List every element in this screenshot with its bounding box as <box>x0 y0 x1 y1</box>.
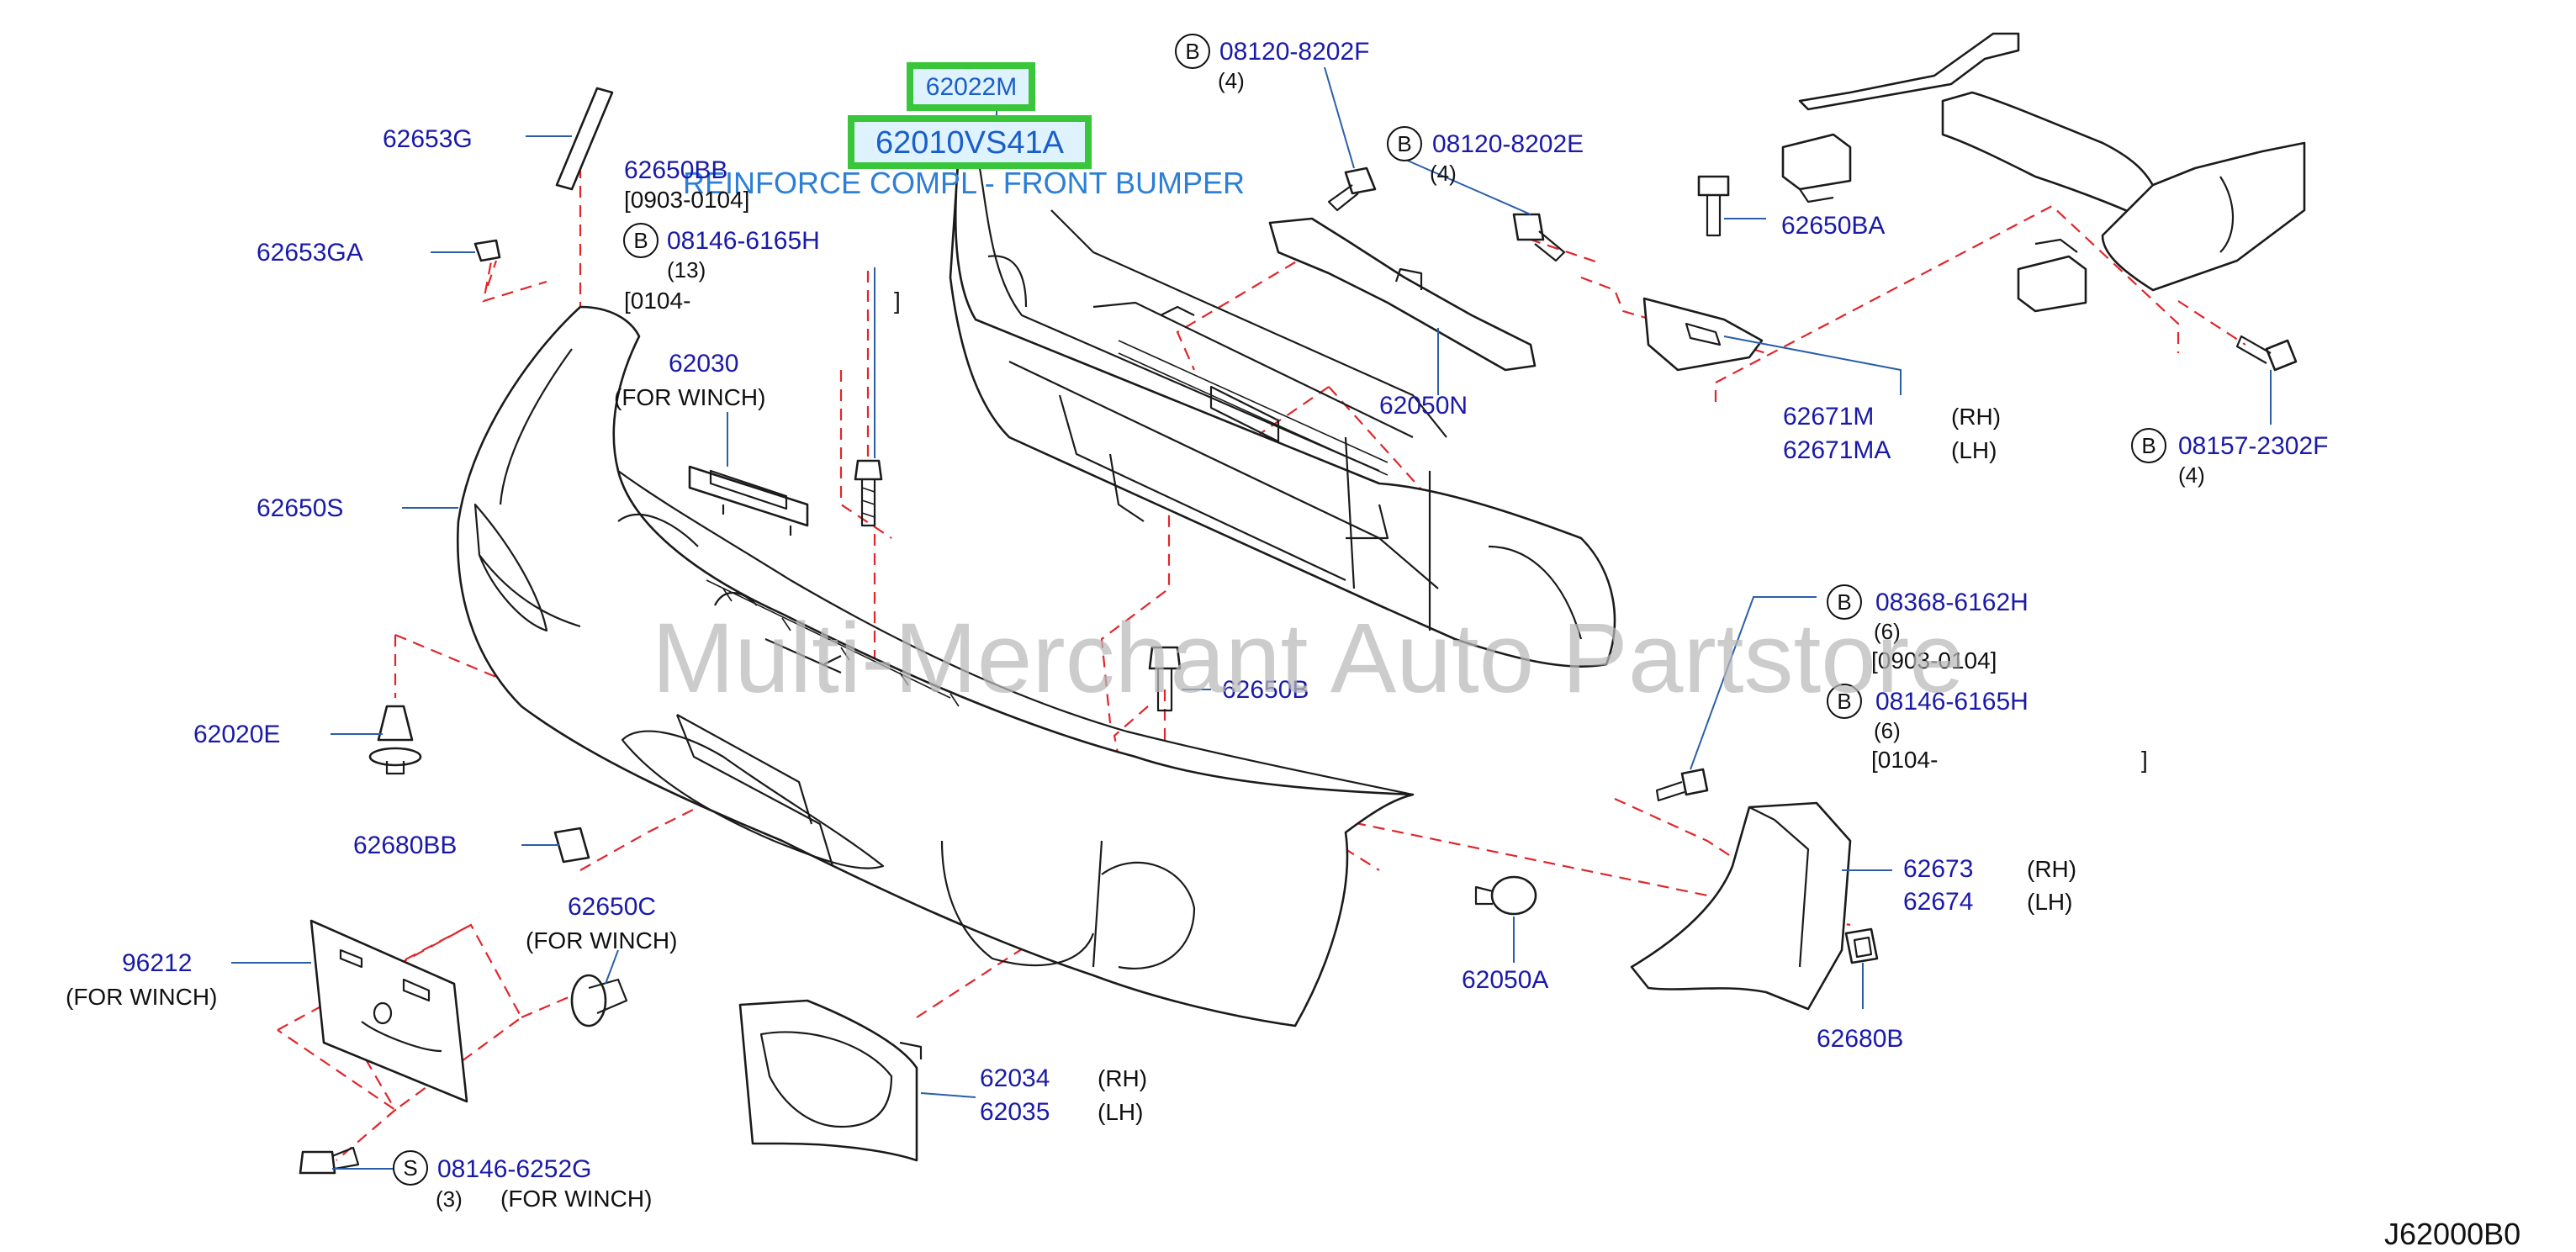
label-08368-6162h[interactable]: 08368-6162H <box>1875 589 2029 616</box>
bumper-fascia <box>457 305 1415 1027</box>
highlight-box-main[interactable] <box>848 115 1092 169</box>
label-08146-6165h-b[interactable]: 08146-6165H <box>1875 688 2029 716</box>
bolt-type-letter: B <box>633 228 648 253</box>
bolt-type-letter: B <box>1837 689 1851 714</box>
bolt-type-circle <box>1827 584 1862 620</box>
label-62650s[interactable]: 62650S <box>257 494 343 522</box>
bolt-type-letter: B <box>1185 39 1199 64</box>
watermark: Multi-Merchant Auto Partstore <box>652 603 1965 714</box>
label-08146-6165h-a-range-close: ] <box>894 288 901 314</box>
label-62650bb[interactable]: 62650BB <box>624 156 727 184</box>
bumper-reinforcement <box>949 150 1616 668</box>
label-62030-note: (FOR WINCH) <box>614 384 765 410</box>
label-62671m-side: (RH) <box>1951 404 2001 430</box>
screw-type-circle <box>393 1150 428 1186</box>
label-08157-2302f-qty: (4) <box>2178 462 2205 488</box>
label-62680bb[interactable]: 62680BB <box>353 832 457 859</box>
bolt-type-letter: B <box>2141 433 2155 458</box>
label-62050a[interactable]: 62050A <box>1462 966 1548 994</box>
label-08368-6162h-note: [0903-0104] <box>1871 647 1997 674</box>
label-62653g[interactable]: 62653G <box>383 125 473 153</box>
label-62030[interactable]: 62030 <box>669 350 738 378</box>
highlight-part-main: 62010VS41A <box>875 125 1065 161</box>
label-96212[interactable]: 96212 <box>122 949 192 977</box>
screw-type-letter: S <box>403 1155 417 1181</box>
label-62650c-note: (FOR WINCH) <box>526 927 677 954</box>
label-62671m[interactable]: 62671M <box>1783 403 1874 431</box>
label-08146-6165h-a-range-open: [0104- <box>624 288 690 314</box>
bolt-type-circle <box>623 223 659 258</box>
label-62674[interactable]: 62674 <box>1903 888 1973 916</box>
label-08146-6165h-b-qty: (6) <box>1874 718 1901 743</box>
label-62674-side: (LH) <box>2027 889 2072 915</box>
label-62034-side: (RH) <box>1098 1065 1147 1091</box>
bolt-type-circle <box>1175 34 1210 69</box>
label-08120-8202f[interactable]: 08120-8202F <box>1219 38 1369 66</box>
label-62035-side: (LH) <box>1098 1099 1143 1125</box>
label-62671ma-side: (LH) <box>1951 437 1997 463</box>
bolt-type-letter: B <box>1837 589 1851 615</box>
part-labels: 62653G 62650BB [0903-0104] B 08146-6165H… <box>66 34 2328 1212</box>
highlight-description: REINFORCE COMPL - FRONT BUMPER <box>683 166 1245 200</box>
label-62035[interactable]: 62035 <box>980 1098 1050 1126</box>
label-08120-8202e-qty: (4) <box>1430 161 1457 186</box>
label-08146-6165h-b-range-open: [0104- <box>1871 747 1938 773</box>
label-62671ma[interactable]: 62671MA <box>1783 436 1891 464</box>
label-62650c[interactable]: 62650C <box>568 893 656 921</box>
label-08157-2302f[interactable]: 08157-2302F <box>2178 432 2328 460</box>
label-62650b[interactable]: 62650B <box>1222 676 1309 704</box>
bolt-type-circle <box>1827 684 1862 719</box>
label-08146-6252g-note: (FOR WINCH) <box>500 1186 652 1212</box>
bolt-type-circle <box>2131 428 2166 463</box>
label-08146-6165h-a-qty: (13) <box>667 257 706 283</box>
label-62020e[interactable]: 62020E <box>193 721 280 748</box>
label-08368-6162h-qty: (6) <box>1874 619 1901 644</box>
label-62050n[interactable]: 62050N <box>1379 392 1468 420</box>
highlight-part-small: 62022M <box>926 73 1017 101</box>
label-08146-6252g-qty: (3) <box>436 1186 463 1212</box>
small-parts <box>299 32 2306 1175</box>
label-08120-8202f-qty: (4) <box>1218 68 1245 93</box>
bolt-type-letter: B <box>1397 131 1411 156</box>
label-96212-note: (FOR WINCH) <box>66 984 217 1010</box>
label-62673[interactable]: 62673 <box>1903 855 1973 883</box>
diagram-code: J62000B0 <box>2384 1217 2520 1248</box>
label-62673-side: (RH) <box>2027 856 2076 882</box>
highlight-box-small[interactable] <box>907 62 1035 111</box>
label-08146-6165h-b-range-close: ] <box>2141 747 2148 773</box>
label-08120-8202e[interactable]: 08120-8202E <box>1432 130 1584 158</box>
label-62650bb-note: [0903-0104] <box>624 187 749 213</box>
highlight-callout: 62022M 62010VS41A REINFORCE COMPL - FRON… <box>683 62 1245 200</box>
label-08146-6252g[interactable]: 08146-6252G <box>437 1155 592 1183</box>
bolt-type-circle <box>1387 126 1422 161</box>
label-08146-6165h-a[interactable]: 08146-6165H <box>667 227 820 255</box>
label-62653ga[interactable]: 62653GA <box>257 239 363 267</box>
label-62680b[interactable]: 62680B <box>1817 1025 1903 1053</box>
label-62034[interactable]: 62034 <box>980 1064 1050 1092</box>
label-62650ba[interactable]: 62650BA <box>1781 212 1885 240</box>
